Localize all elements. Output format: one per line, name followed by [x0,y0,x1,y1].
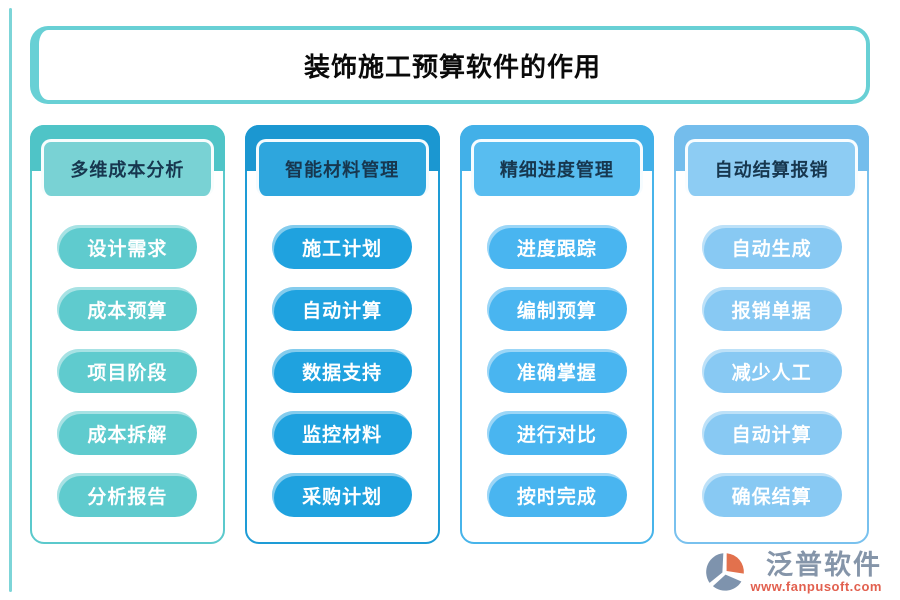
category-column: 自动结算报销 自动生成报销单据减少人工自动计算确保结算 [674,125,869,544]
item-pill: 确保结算 [701,473,842,517]
item-pill: 进行对比 [486,411,627,455]
item-pill: 监控材料 [272,411,413,455]
column-header: 多维成本分析 [41,139,214,196]
item-pill: 自动计算 [701,411,842,455]
column-header: 精细进度管理 [470,139,644,196]
item-pill: 成本预算 [57,287,198,331]
columns: 多维成本分析 设计需求成本预算项目阶段成本拆解分析报告 智能材料管理 施工计划自… [30,125,869,544]
item-pill: 报销单据 [701,287,842,331]
column-items: 设计需求成本预算项目阶段成本拆解分析报告 [32,196,223,517]
item-pill: 成本拆解 [57,411,198,455]
category-column: 精细进度管理 进度跟踪编制预算准确掌握进行对比按时完成 [459,125,655,544]
page-title: 装饰施工预算软件的作用 [303,51,601,82]
brand-text-block: 泛普软件 www.fanpusoft.com [750,550,882,594]
fanpu-logo-icon [706,553,745,591]
item-pill: 数据支持 [272,349,413,393]
column-items: 自动生成报销单据减少人工自动计算确保结算 [676,196,867,517]
column-items: 施工计划自动计算数据支持监控材料采购计划 [247,196,438,517]
brand-name: 泛普软件 [766,550,882,580]
item-pill: 准确掌握 [486,349,627,393]
item-pill: 项目阶段 [57,349,198,393]
brand-url: www.fanpusoft.com [750,579,882,594]
item-pill: 分析报告 [57,473,198,517]
category-column: 多维成本分析 设计需求成本预算项目阶段成本拆解分析报告 [30,125,225,544]
title-box: 装饰施工预算软件的作用 [30,26,870,104]
category-column: 智能材料管理 施工计划自动计算数据支持监控材料采购计划 [244,125,440,544]
item-pill: 减少人工 [701,349,842,393]
item-pill: 设计需求 [57,225,198,269]
item-pill: 自动生成 [701,225,842,269]
item-pill: 按时完成 [486,473,627,517]
left-accent-line [9,8,12,592]
column-header: 智能材料管理 [255,139,429,196]
item-pill: 施工计划 [272,225,413,269]
item-pill: 编制预算 [486,287,627,331]
item-pill: 进度跟踪 [486,225,627,269]
column-header-label: 自动结算报销 [714,160,829,180]
item-pill: 采购计划 [272,473,413,517]
brand-footer: 泛普软件 www.fanpusoft.com [704,550,882,594]
column-header-label: 精细进度管理 [499,160,614,180]
column-header-label: 多维成本分析 [70,160,185,180]
column-items: 进度跟踪编制预算准确掌握进行对比按时完成 [462,196,653,517]
column-header: 自动结算报销 [685,139,858,196]
item-pill: 自动计算 [272,287,413,331]
column-header-label: 智能材料管理 [285,160,400,180]
